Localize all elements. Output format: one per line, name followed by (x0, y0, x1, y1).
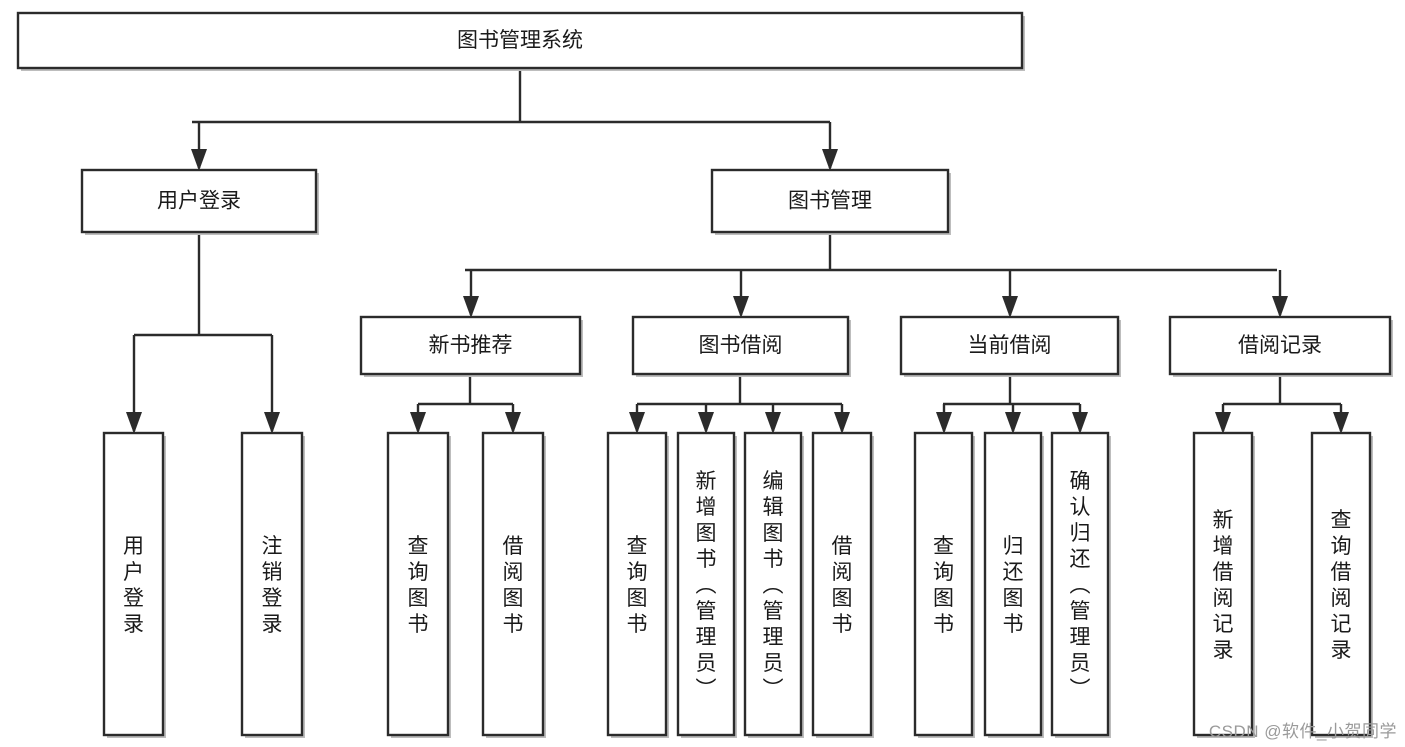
edge-book-borrow-to-leaf-borrow-book-2 (834, 404, 850, 434)
node-box-leaf-user-login[interactable] (102, 431, 165, 737)
node-box-book-borrow[interactable] (631, 315, 850, 376)
node-leaf-add-book-admin[interactable]: 新增图书︵管理员︶ (676, 431, 737, 738)
edge-current-borrow-to-leaf-return-book (1005, 404, 1021, 434)
node-box-root[interactable] (16, 11, 1024, 70)
node-box-new-book-recommend[interactable] (359, 315, 582, 376)
edge-user-login-to-leaf-user-login (126, 335, 142, 434)
edge-new-book-recommend-to-leaf-query-book-1 (410, 404, 426, 434)
node-label-leaf-query-book-1: 查询图书 (408, 535, 429, 636)
node-label-leaf-confirm-return-admin: 确认归还︵管理员︶ (1070, 470, 1091, 701)
edge-book-borrow-to-leaf-edit-book-admin (765, 404, 781, 434)
node-label-leaf-user-logout: 注销登录 (262, 535, 283, 636)
node-leaf-add-borrow-record[interactable]: 新增借阅记录 (1192, 431, 1255, 738)
node-box-user-login[interactable] (80, 168, 318, 234)
edge-book-manage-to-new-book-recommend (463, 270, 479, 318)
node-label-leaf-borrow-book-2: 借阅图书 (832, 535, 853, 636)
node-box-leaf-user-logout[interactable] (240, 431, 304, 737)
edge-book-borrow-to-leaf-query-book-2 (629, 404, 645, 434)
node-leaf-query-book-2[interactable]: 查询图书 (606, 431, 669, 738)
node-box-leaf-query-borrow-record[interactable] (1310, 431, 1372, 737)
node-book-borrow[interactable]: 图书借阅 (631, 315, 851, 377)
node-current-borrow[interactable]: 当前借阅 (899, 315, 1121, 377)
node-box-leaf-add-borrow-record[interactable] (1192, 431, 1254, 737)
edge-book-borrow-to-leaf-add-book-admin (698, 404, 714, 434)
node-leaf-confirm-return-admin[interactable]: 确认归还︵管理员︶ (1050, 431, 1111, 738)
node-box-leaf-query-book-2[interactable] (606, 431, 668, 737)
node-label-borrow-record: 借阅记录 (1238, 334, 1322, 357)
node-label-leaf-edit-book-admin: 编辑图书︵管理员︶ (763, 470, 784, 701)
edge-borrow-record-to-leaf-add-borrow-record (1215, 404, 1231, 434)
edges-layer (126, 68, 1349, 434)
node-box-leaf-query-book-1[interactable] (386, 431, 450, 737)
connector-bar-user-login (134, 232, 272, 337)
node-label-root: 图书管理系统 (457, 29, 583, 52)
node-leaf-borrow-book-1[interactable]: 借阅图书 (481, 431, 546, 738)
connector-bar-new-book (418, 374, 513, 406)
connector-bar-root (192, 68, 830, 124)
node-label-leaf-borrow-book-1: 借阅图书 (503, 535, 524, 636)
edge-book-manage-to-book-borrow (733, 270, 749, 318)
node-leaf-query-book-1[interactable]: 查询图书 (386, 431, 451, 738)
node-label-leaf-return-book: 归还图书 (1003, 535, 1024, 636)
node-borrow-record[interactable]: 借阅记录 (1168, 315, 1393, 377)
node-box-leaf-query-book-3[interactable] (913, 431, 974, 737)
node-leaf-borrow-book-2[interactable]: 借阅图书 (811, 431, 874, 738)
connector-bar-book-borrow (637, 374, 842, 406)
connector-bar-current-borrow (943, 374, 1080, 406)
node-box-leaf-borrow-book-2[interactable] (811, 431, 873, 737)
node-box-book-manage[interactable] (710, 168, 950, 234)
node-label-leaf-query-book-3: 查询图书 (933, 535, 954, 636)
node-label-leaf-query-borrow-record: 查询借阅记录 (1331, 509, 1352, 662)
edge-root-to-user-login (191, 122, 207, 171)
edge-current-borrow-to-leaf-confirm-return-admin (1072, 404, 1088, 434)
node-label-new-book-recommend: 新书推荐 (429, 334, 513, 357)
node-box-current-borrow[interactable] (899, 315, 1120, 376)
node-box-borrow-record[interactable] (1168, 315, 1392, 376)
nodes-layer: 图书管理系统用户登录图书管理新书推荐图书借阅当前借阅借阅记录用户登录注销登录查询… (16, 11, 1393, 738)
node-user-login[interactable]: 用户登录 (80, 168, 319, 235)
node-label-user-login: 用户登录 (157, 190, 241, 213)
edge-new-book-recommend-to-leaf-borrow-book-1 (505, 404, 521, 434)
node-leaf-query-book-3[interactable]: 查询图书 (913, 431, 975, 738)
node-box-leaf-edit-book-admin[interactable] (743, 431, 803, 737)
node-box-leaf-borrow-book-1[interactable] (481, 431, 545, 737)
node-box-leaf-confirm-return-admin[interactable] (1050, 431, 1110, 737)
node-label-book-manage: 图书管理 (788, 190, 872, 213)
node-leaf-edit-book-admin[interactable]: 编辑图书︵管理员︶ (743, 431, 804, 738)
node-box-leaf-return-book[interactable] (983, 431, 1043, 737)
node-label-leaf-add-borrow-record: 新增借阅记录 (1213, 509, 1234, 662)
node-new-book-recommend[interactable]: 新书推荐 (359, 315, 583, 377)
node-book-manage[interactable]: 图书管理 (710, 168, 951, 235)
connector-bar-borrow-record (1223, 374, 1341, 406)
node-leaf-user-login[interactable]: 用户登录 (102, 431, 166, 738)
edge-current-borrow-to-leaf-query-book-3 (936, 404, 952, 434)
edge-borrow-record-to-leaf-query-borrow-record (1333, 404, 1349, 434)
node-leaf-user-logout[interactable]: 注销登录 (240, 431, 305, 738)
node-leaf-query-borrow-record[interactable]: 查询借阅记录 (1310, 431, 1373, 738)
node-label-leaf-user-login: 用户登录 (123, 535, 144, 636)
edge-book-manage-to-current-borrow (1002, 270, 1018, 318)
node-label-current-borrow: 当前借阅 (968, 334, 1052, 357)
connector-bar-book-manage (465, 232, 1277, 272)
node-label-leaf-add-book-admin: 新增图书︵管理员︶ (696, 470, 717, 701)
node-label-leaf-query-book-2: 查询图书 (627, 535, 648, 636)
node-root[interactable]: 图书管理系统 (16, 11, 1025, 71)
edge-user-login-to-leaf-user-logout (264, 335, 280, 434)
edge-root-to-book-manage (822, 122, 838, 171)
node-leaf-return-book[interactable]: 归还图书 (983, 431, 1044, 738)
node-label-book-borrow: 图书借阅 (699, 334, 783, 357)
node-box-leaf-add-book-admin[interactable] (676, 431, 736, 737)
edge-book-manage-to-borrow-record (1272, 270, 1288, 318)
